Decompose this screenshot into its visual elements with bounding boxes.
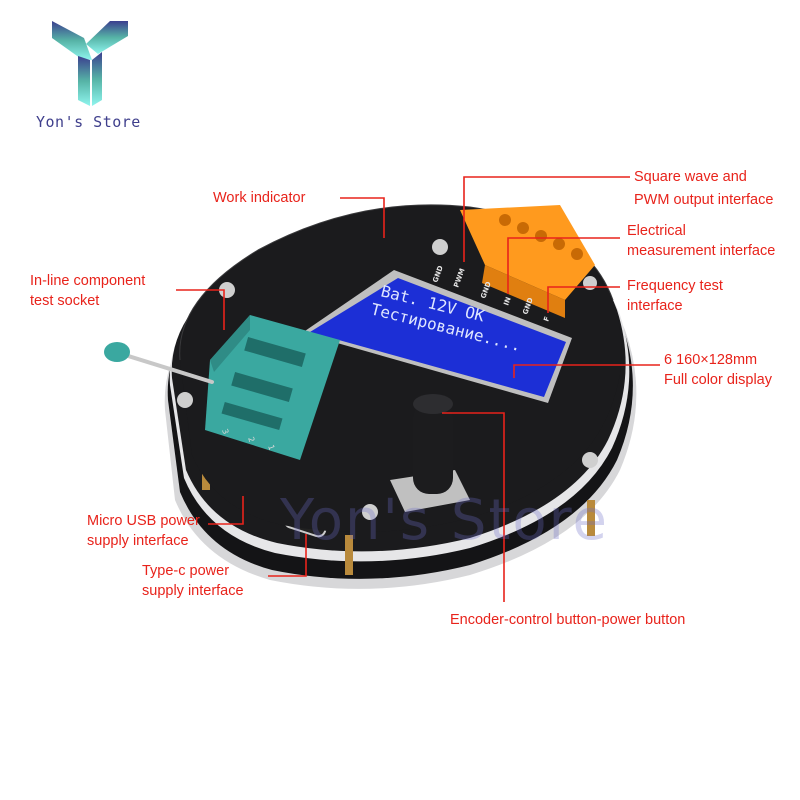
callout-text: PWM output interface: [634, 192, 774, 208]
leader-square-wave: [463, 176, 630, 262]
lcd-display: Bat. 12V OK Тестирование....: [302, 270, 572, 403]
callout-micro-usb: Micro USB power supply interface: [87, 511, 200, 551]
socket-mark-1: 1: [266, 444, 276, 452]
pin-label-in: IN: [502, 296, 512, 307]
callout-text: Type-c power: [142, 563, 230, 579]
callout-text: Work indicator: [213, 190, 306, 206]
callout-text: test socket: [30, 293, 100, 309]
callout-square-wave: Square wave and PWM output interface: [634, 167, 773, 210]
callout-text: measurement interface: [627, 243, 776, 259]
callout-encoder: Encoder-control button-power button: [450, 610, 685, 630]
socket-lever: [104, 342, 214, 384]
callout-text: interface: [627, 298, 683, 314]
terminal-block: [460, 205, 595, 318]
callout-text: supply interface: [87, 533, 189, 549]
callout-work-indicator: Work indicator: [213, 188, 305, 208]
leader-socket: [176, 289, 225, 330]
leader-work-indicator: [340, 197, 385, 238]
callout-text: Square wave and: [634, 169, 747, 185]
leader-electrical: [507, 237, 620, 294]
callout-text: Micro USB power: [87, 513, 200, 529]
callout-text: In-line component: [30, 273, 146, 289]
socket-pin-marks: 3 2 1: [220, 428, 276, 452]
leader-type-c: [268, 534, 307, 577]
y-logo-icon: [52, 21, 128, 106]
leader-lines: [176, 176, 660, 602]
socket-mark-2: 2: [246, 436, 256, 444]
leader-micro-usb: [208, 496, 244, 525]
callout-type-c: Type-c power supply interface: [142, 561, 244, 601]
leader-frequency: [547, 286, 620, 313]
zif-socket: [205, 315, 340, 460]
callout-frequency: Frequency test interface: [627, 276, 723, 316]
callout-text: supply interface: [142, 583, 244, 599]
callout-text: Full color display: [664, 372, 772, 388]
socket-mark-3: 3: [220, 428, 230, 436]
callout-text: Electrical: [627, 223, 686, 239]
callout-electrical: Electrical measurement interface: [627, 221, 775, 261]
encoder-knob: [390, 394, 470, 512]
callout-text: Encoder-control button-power button: [450, 612, 686, 628]
callout-socket: In-line component test socket: [30, 271, 145, 311]
brand-name: Yon's Store: [36, 113, 141, 131]
callout-text: Frequency test: [627, 278, 723, 294]
leader-display: [513, 364, 660, 378]
callout-text: 6 160×128mm: [664, 352, 758, 368]
callout-display: 6 160×128mm Full color display: [664, 350, 772, 390]
pin-label-f: F: [542, 315, 551, 322]
watermark-text: Yon's Store: [280, 488, 609, 553]
leader-encoder: [442, 412, 505, 602]
